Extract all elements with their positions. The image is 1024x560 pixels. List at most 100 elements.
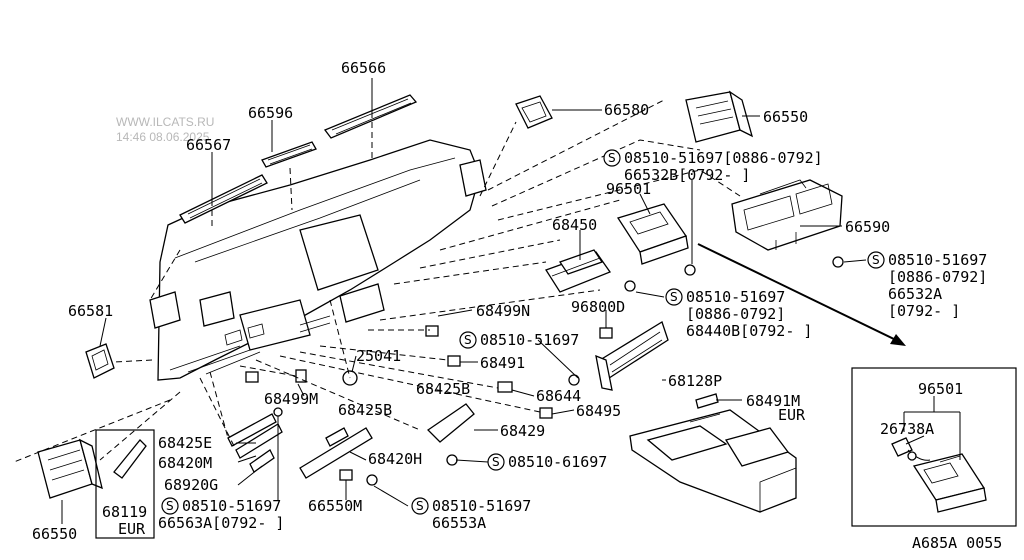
svg-text:S: S [872,253,880,267]
label-eur-a: EUR [778,406,806,424]
label-08510-51697-b: 08510-51697 [888,251,987,269]
label-68128P: 68128P [668,372,722,390]
clip-96800D [599,327,613,339]
switch-panel-66590 [731,179,843,251]
screw-symbol-d: S [459,331,477,349]
defroster-grille-66596 [261,141,317,168]
label-08510-61697: 08510-61697 [508,453,607,471]
part-labels: 66566 66596 66567 66580 66550 S 08510-51… [32,59,1002,552]
panel-68420M [235,423,283,459]
label-66550-bottom: 66550 [32,525,77,543]
label-68119: 68119 [102,503,147,521]
label-68450: 68450 [552,216,597,234]
label-66590: 66590 [845,218,890,236]
label-66550M: 66550M [308,497,362,515]
svg-text:S: S [608,151,616,165]
panel-68420H [299,427,373,479]
label-66596: 66596 [248,104,293,122]
label-66581: 66581 [68,302,113,320]
label-66550-top: 66550 [763,108,808,126]
label-inset-26738A: 26738A [880,420,934,438]
panel-68425E [227,413,277,447]
label-eur-b: EUR [118,520,146,538]
screw-symbol-c: S [665,288,683,306]
leader-lines [61,78,867,524]
defroster-grille-66566 [323,94,418,139]
screw-68920G [273,407,283,417]
screw-68440B [624,280,636,292]
inset-arrow [697,243,906,346]
label-66563A: 66563A[0792- ] [158,514,284,532]
vent-66550-bottom [37,438,103,499]
label-68495: 68495 [576,402,621,420]
center-console [629,409,797,513]
clip-66550M [339,469,353,481]
label-66532A: 66532A [888,285,942,303]
label-66580: 66580 [604,101,649,119]
label-68420M: 68420M [158,454,212,472]
watermark-timestamp: 14:46 08.06.2025 [116,130,210,144]
svg-text:S: S [416,499,424,513]
label-66532B: 66532B[0792- ] [624,166,750,184]
clip-68425E-top [245,371,259,383]
label-68425B-a: 68425B [416,380,470,398]
clip-68499M [295,369,307,383]
screw-66553A [366,474,378,486]
bracket-68429 [426,403,475,443]
label-68425B-b: 68425B [338,401,392,419]
label-08510-51697-c: 08510-51697 [686,288,785,306]
inset-detail [851,367,1017,527]
label-66567: 66567 [186,136,231,154]
diagram-code: A685A 0055 [912,534,1002,552]
vent-66581 [85,343,115,379]
defroster-grille-66567 [179,174,268,224]
ashtray-68450 [545,249,612,293]
label-25041: 25041 [356,347,401,365]
screw-symbol-b: S [867,251,885,269]
label-68491M: 68491M [746,392,800,410]
svg-text:S: S [166,499,174,513]
svg-text:S: S [670,290,678,304]
label-68429: 68429 [500,422,545,440]
label-0792-b: [0792- ] [888,302,960,320]
label-66566: 66566 [341,59,386,77]
label-96800D: 96800D [571,298,625,316]
part-68119 [113,439,147,479]
label-08510-51697-a: 08510-51697[0886-0792] [624,149,823,167]
instrument-panel [149,139,487,381]
vent-66550-top [685,90,754,143]
screw-symbol-a: S [603,149,621,167]
clip-68425B [325,427,349,447]
label-0886-0792-b: [0886-0792] [888,268,987,286]
label-66553A: 66553A [432,514,486,532]
label-68420H: 68420H [368,450,422,468]
screw-symbol-g: S [411,497,429,515]
side-vent-66580 [515,95,553,129]
clip-68495 [539,407,553,419]
screw-66532B [684,264,696,276]
screw-symbol-e: S [487,453,505,471]
label-68920G: 68920G [164,476,218,494]
screw-08510-61697 [446,454,458,466]
svg-text:S: S [464,333,472,347]
screw-08510-d [568,374,580,386]
switch-96501 [616,203,689,265]
clip-68491M [695,393,719,409]
clip-68499N [425,325,439,337]
label-68440B: 68440B[0792- ] [686,322,812,340]
small-parts [227,256,844,486]
label-08510-51697-f: 08510-51697 [432,497,531,515]
label-inset-96501: 96501 [918,380,963,398]
clip-68644 [497,381,513,393]
label-68644: 68644 [536,387,581,405]
label-08510-51697-e: 08510-51697 [182,497,281,515]
clip-68491 [447,355,461,367]
bracket-68128P [595,321,669,391]
label-68425E: 68425E [158,434,212,452]
label-08510-51697-d: 08510-51697 [480,331,579,349]
watermark-site: WWW.ILCATS.RU [116,115,214,129]
label-96501: 96501 [606,180,651,198]
screw-symbol-f: S [161,497,179,515]
